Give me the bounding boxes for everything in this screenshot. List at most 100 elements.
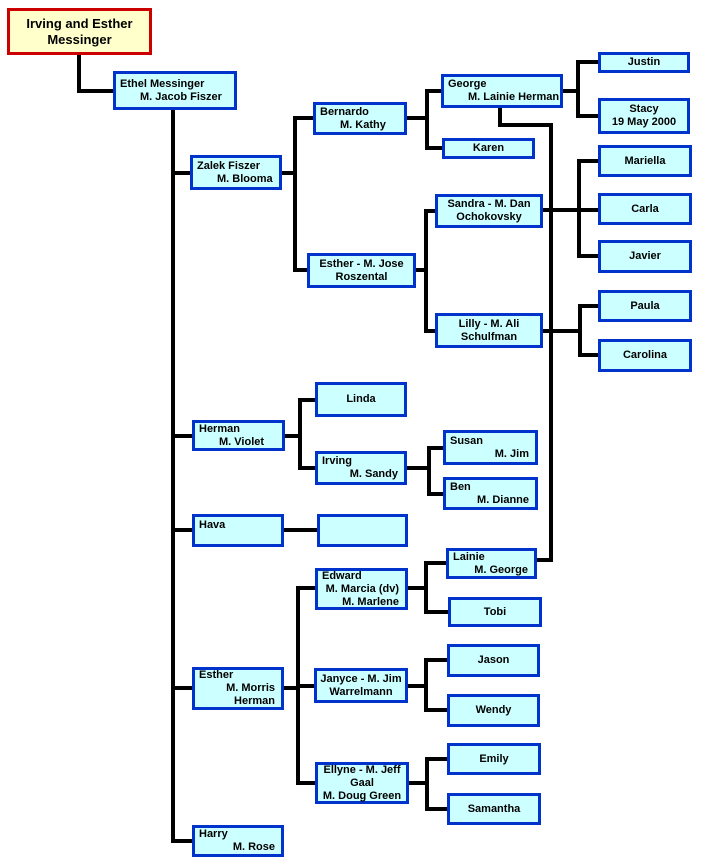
person-name-line: Irving and Esther [26,15,133,31]
person-name-line: Karen [472,142,505,154]
connector-line [577,159,581,258]
connector-line [426,658,447,662]
person-box-carolina: Carolina [598,339,692,372]
person-box-tobi: Tobi [448,597,542,627]
person-name-line: Tobi [483,605,507,618]
connector-line [426,561,446,565]
person-box-paula: Paula [598,290,692,322]
person-box-jason: Jason [447,644,540,677]
connector-line [407,116,427,120]
connector-line [408,684,426,688]
person-name-line: George [448,78,487,90]
connector-line [300,466,315,470]
connector-line [173,528,192,532]
connector-line [549,123,553,562]
person-name-line: Emily [479,752,509,765]
person-name-line: Esther - M. Jose [319,257,404,270]
person-name-line: M. Rose [232,841,275,853]
person-name-line: Stacy [629,103,659,115]
connector-line [578,304,582,357]
person-box-susan: Susan M. Jim [443,430,538,465]
connector-line [429,446,443,450]
connector-line [171,108,175,843]
connector-line [300,398,315,402]
person-name-line: Edward [322,569,362,582]
connector-line [407,466,429,470]
connector-line [427,446,431,496]
person-name-line: Ochokovsky [456,211,522,223]
person-box-emily: Emily [447,743,541,775]
person-box-wendy: Wendy [447,694,540,727]
connector-line [579,254,598,258]
person-name-line: M. Dianne [477,493,529,506]
person-name-line: M. Jim [494,447,529,460]
person-name-line: Carla [631,202,659,215]
connector-line [580,304,598,308]
person-name-line: Mariella [624,154,666,167]
connector-line [173,839,192,843]
connector-line [427,757,447,761]
connector-line [579,159,598,163]
connector-line [563,89,578,93]
person-name-line: Gaal [350,776,374,789]
connector-line [427,89,441,93]
person-box-linda: Linda [315,382,407,417]
connector-line [578,60,598,64]
connector-line [79,89,113,93]
connector-line [543,208,598,212]
person-box-karen: Karen [442,138,535,159]
person-name-line: Zalek Fiszer [197,159,260,172]
person-box-carla: Carla [598,193,692,225]
connector-line [426,708,447,712]
person-name-line: Linda [346,393,376,405]
connector-line [429,492,443,496]
person-name-line: Bernardo [320,105,369,118]
person-name-line: Roszental [335,270,388,283]
person-box-unnamed [317,514,408,547]
person-name-line: M. Violet [219,435,265,448]
person-name-line: Harry [199,828,228,840]
person-name-line: M. Doug Green [322,789,402,802]
connector-line [295,268,307,272]
person-name-line: M. George [474,563,528,576]
person-name-line: Irving [322,455,352,467]
person-name-line: Carolina [622,349,667,361]
connector-line [500,123,551,127]
connector-line [408,586,426,590]
connector-line [425,757,429,811]
connector-line [298,398,302,470]
connector-line [173,171,190,175]
connector-line [416,268,426,272]
connector-line [409,781,427,785]
person-name-line: Samantha [467,802,521,815]
person-name-line: Messinger [47,31,112,47]
person-name-line: Lainie [453,550,485,563]
person-name-line: Janyce - M. Jim [320,672,402,685]
person-name-line: Susan [450,434,484,447]
person-box-mariella: Mariella [598,145,692,177]
connector-line [426,610,448,614]
connector-line [427,146,442,150]
person-name-line: Hava [199,519,226,531]
connector-line [537,558,551,562]
connector-line [77,53,81,93]
connector-line [295,116,313,120]
person-box-javier: Javier [598,240,692,273]
connector-line [298,781,315,785]
person-name-line: Paula [630,299,660,312]
